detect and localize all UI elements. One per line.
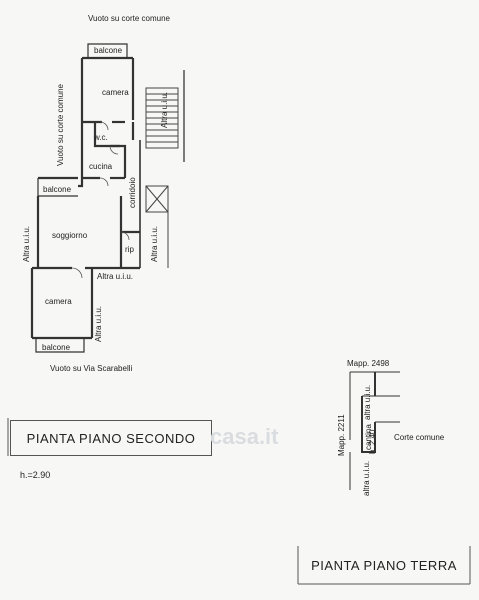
- room-corridoio: corridoio: [128, 177, 137, 208]
- room-soggiorno: soggiorno: [52, 231, 88, 240]
- room-rip: rip: [125, 245, 134, 254]
- inner-other-unit-label: Altra u.i.u.: [94, 305, 103, 342]
- room-balcone-bottom: balcone: [42, 343, 71, 352]
- room-camera-bottom: camera: [45, 297, 72, 306]
- top-void-label: Vuoto su corte comune: [88, 14, 170, 23]
- staircase: [145, 70, 185, 162]
- right-other-unit-label: Altra u.i.u.: [150, 225, 159, 262]
- mid-other-unit-label: Altra u.i.u.: [97, 272, 134, 281]
- room-wc: w.c.: [94, 133, 108, 142]
- ground-floor-title: PIANTA PIANO TERRA: [302, 548, 466, 582]
- ground-other-unit-top: altra u.i.u.: [363, 384, 372, 420]
- door-swings: [71, 121, 130, 279]
- stair-other-unit-label: Altra u.i.u.: [160, 91, 169, 128]
- left-other-unit-label: Altra u.i.u.: [22, 225, 31, 262]
- bottom-void-label: Vuoto su Via Scarabelli: [50, 364, 133, 373]
- corte-comune-label: Corte comune: [394, 433, 445, 442]
- watermark: casa.it: [210, 424, 279, 449]
- ground-floor-walls: [349, 371, 400, 490]
- room-camera-top: camera: [102, 88, 129, 97]
- mapp-left-label: Mapp. 2211: [337, 414, 346, 456]
- second-floor-height: h.=2.90: [20, 470, 51, 480]
- left-void-label: Vuoto su corte comune: [56, 84, 65, 166]
- room-balcone-mid: balcone: [43, 185, 72, 194]
- room-cucina: cucina: [89, 162, 113, 171]
- ground-other-unit-bottom: altra u.i.u.: [362, 460, 371, 496]
- ground-floor-height: h. 2.40: [368, 429, 377, 454]
- mapp-top-label: Mapp. 2498: [347, 359, 390, 368]
- second-floor-title: PIANTA PIANO SECONDO: [10, 420, 212, 456]
- title-lines: [7, 418, 471, 585]
- landing: [145, 185, 169, 268]
- room-balcone-top: balcone: [94, 46, 123, 55]
